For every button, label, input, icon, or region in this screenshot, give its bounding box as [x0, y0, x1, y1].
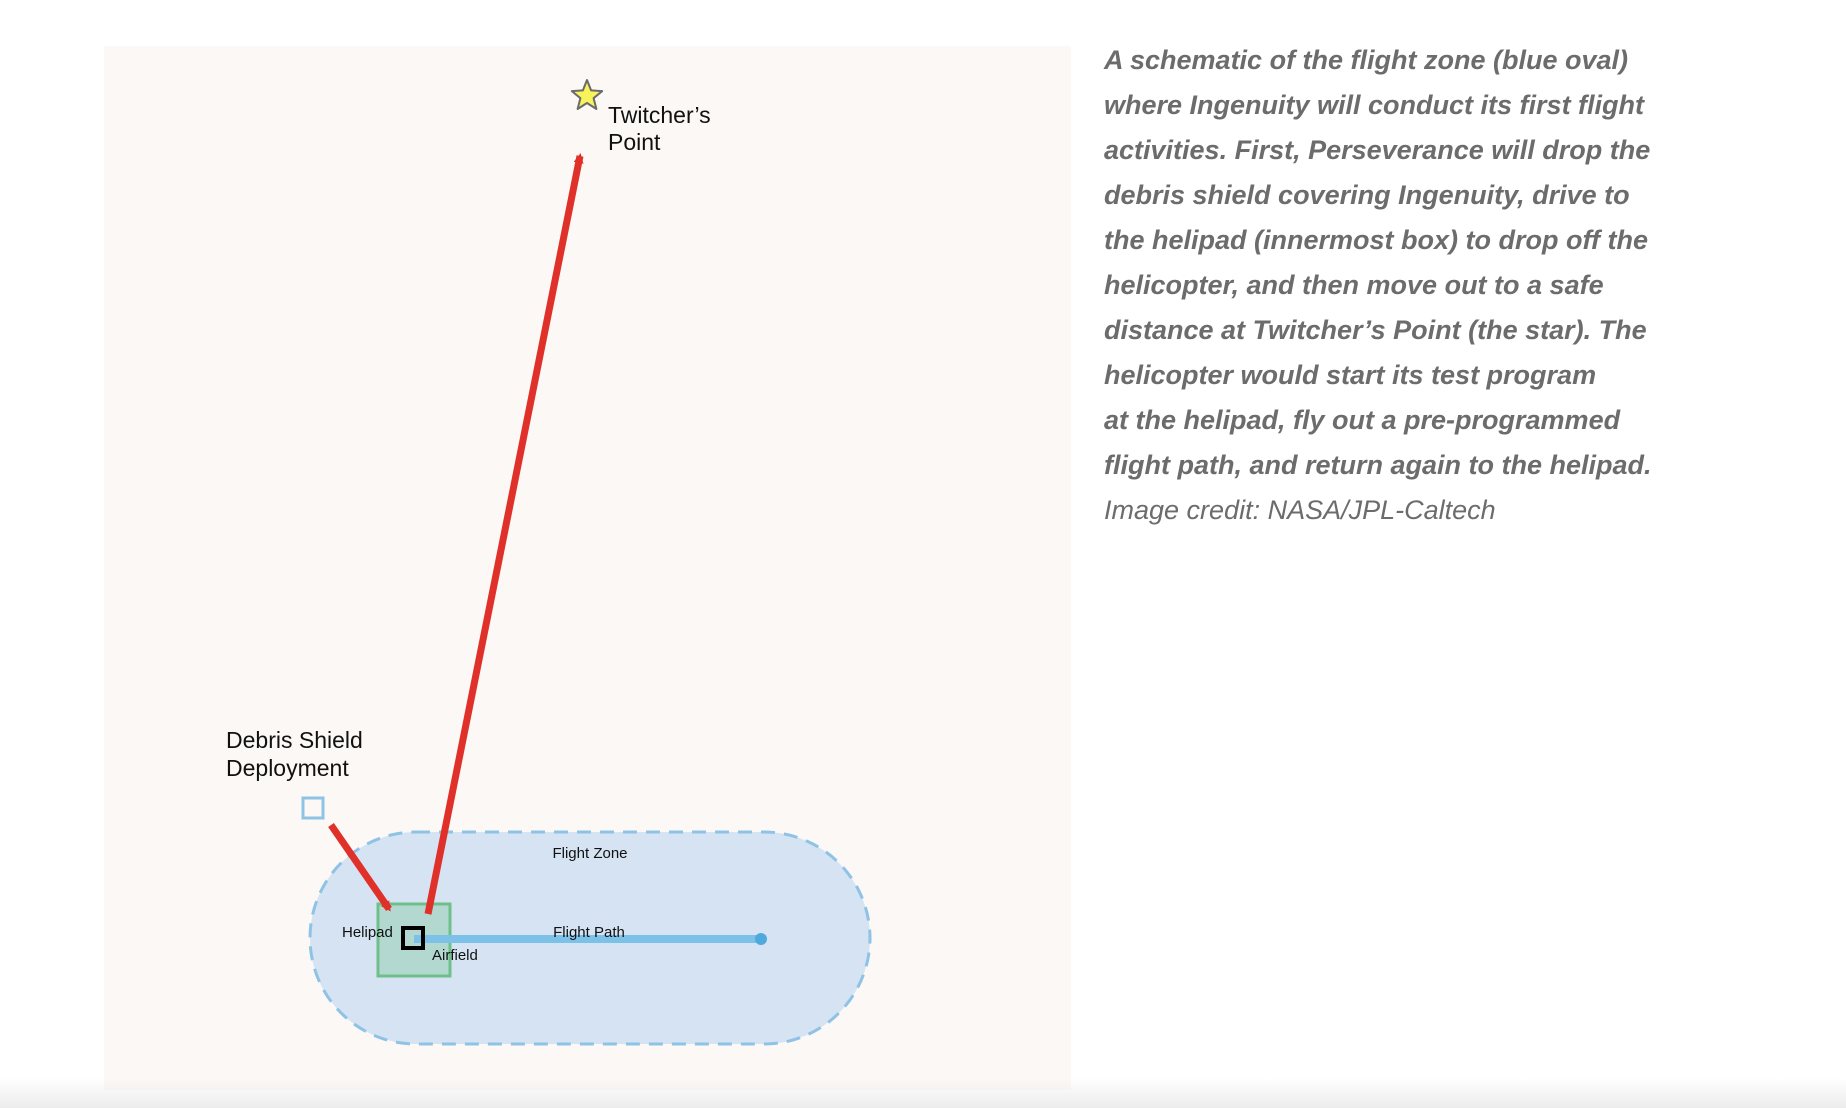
flight-zone-label: Flight Zone: [552, 845, 627, 862]
caption-text: A schematic of the flight zone (blue ova…: [1104, 45, 1652, 480]
figure-caption: A schematic of the flight zone (blue ova…: [1104, 38, 1744, 533]
flight-path-label: Flight Path: [553, 924, 625, 941]
star-icon: [570, 79, 604, 110]
arrow-to-helipad: [328, 823, 392, 912]
image-credit: Image credit: NASA/JPL-Caltech: [1104, 495, 1496, 525]
diagram-canvas: Flight Zone Flight Path Helipad Airfield…: [226, 79, 872, 1046]
bottom-fade: [0, 1078, 1846, 1108]
debris-shield-label: Debris Shield Deployment: [226, 727, 369, 781]
helipad-box: [401, 926, 425, 950]
twitchers-point-label: Twitcher’s Point: [608, 102, 717, 155]
arrow-to-twitchers-point: [424, 153, 584, 915]
airfield-label: Airfield: [432, 947, 478, 964]
flight-path-endpoint: [755, 933, 767, 945]
debris-shield-box: [301, 796, 325, 820]
helipad-label: Helipad: [342, 924, 393, 941]
flight-zone-diagram: Flight Zone Flight Path Helipad Airfield…: [104, 46, 1071, 1090]
